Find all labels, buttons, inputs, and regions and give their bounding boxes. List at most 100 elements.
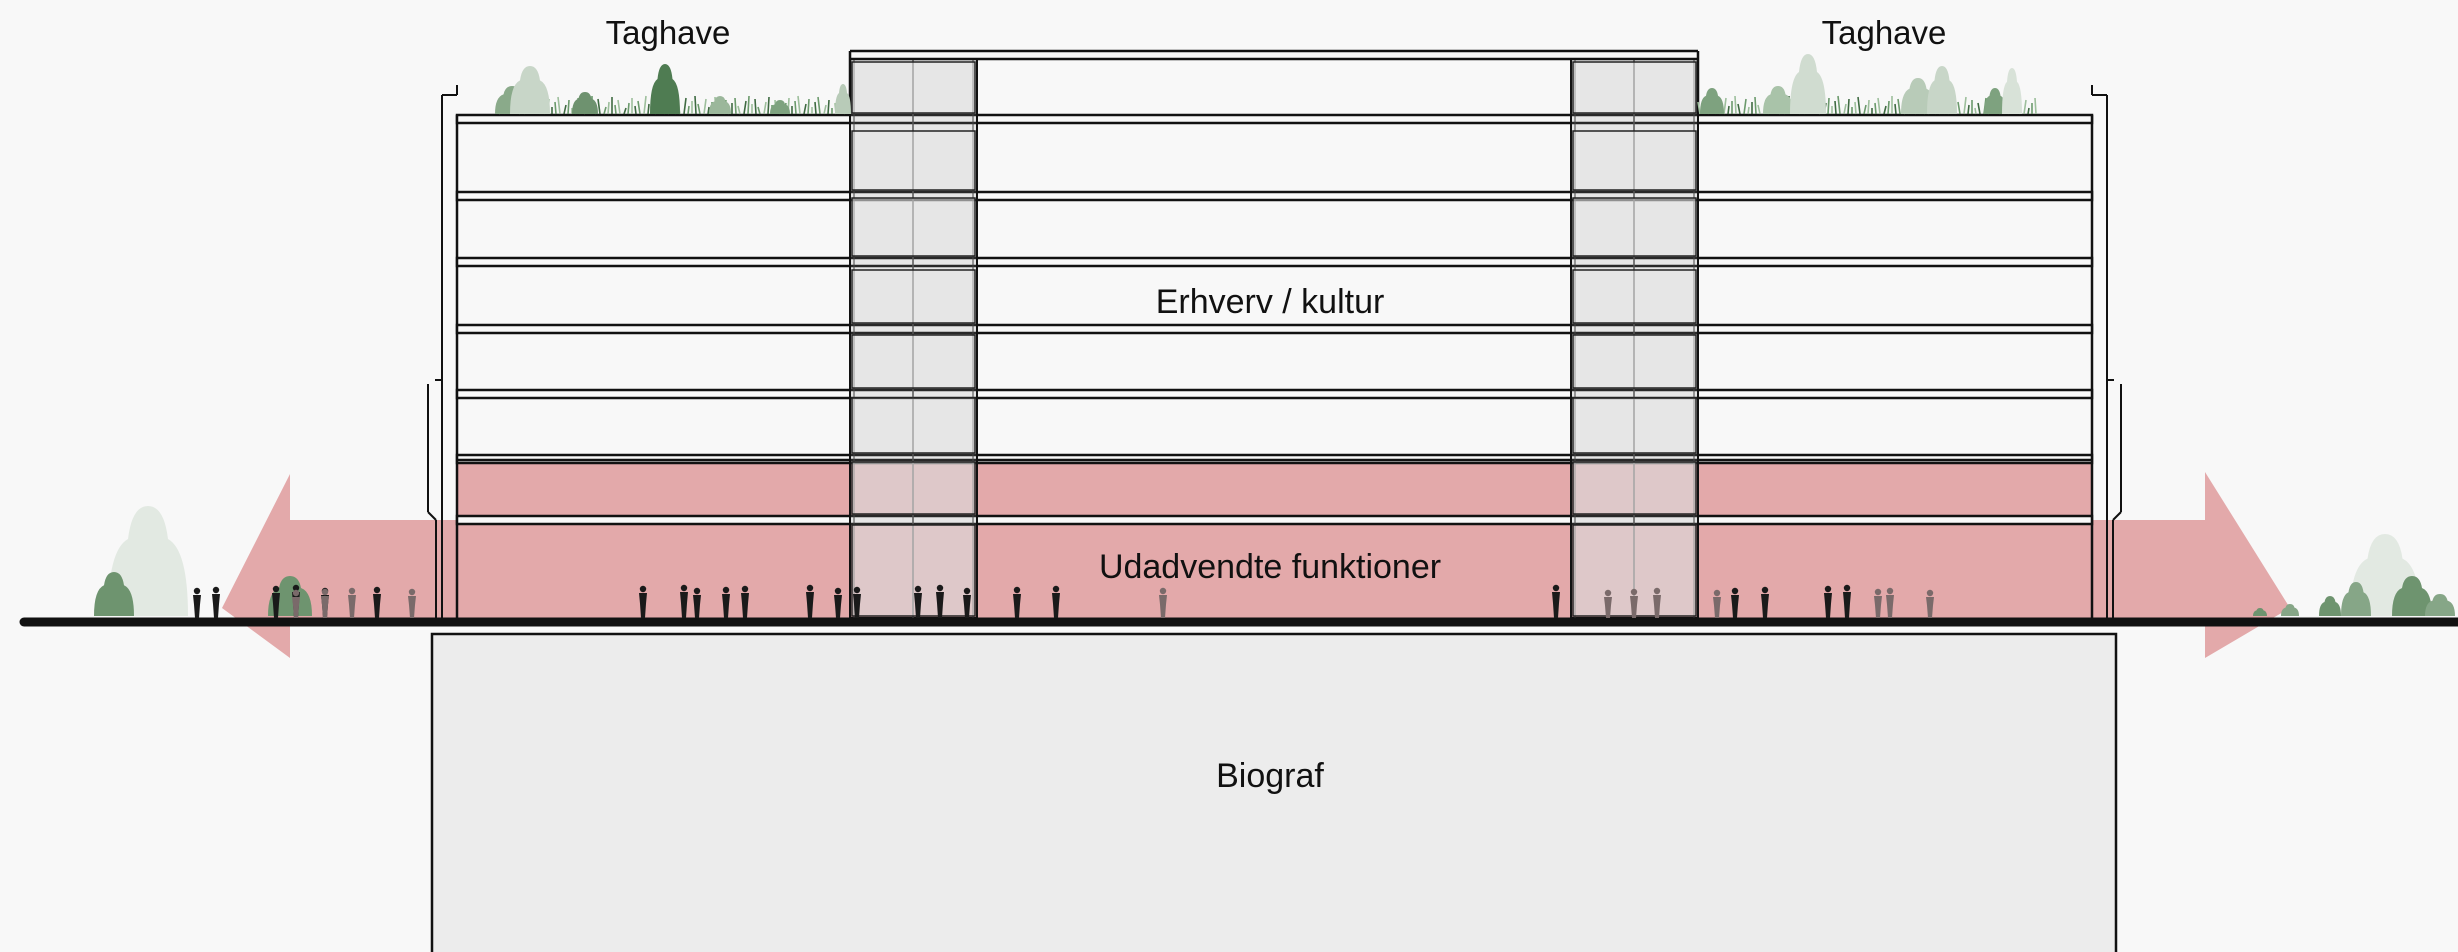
grass-blade [614,104,617,115]
grass-blade [617,99,621,115]
floor-slabs [455,113,2094,526]
shrub-right [2253,608,2267,616]
grass-blade [557,96,561,115]
grass-blade [607,101,610,115]
grass-blade [1867,99,1870,115]
grass-blade [747,95,750,115]
circulation-cores [849,58,1699,619]
person-icon [321,588,329,618]
basement-cinema [430,632,2118,952]
person-icon [1052,585,1060,618]
person-icon [1824,585,1832,618]
person-icon [212,586,220,618]
grass-blade [1743,98,1747,115]
person-icon [1886,587,1894,618]
grass-blade [823,104,827,115]
label-roof-garden-right: Taghave [1822,14,1947,51]
roof-bush [572,92,598,114]
facade-side-left [427,85,458,618]
person-icon [963,587,971,618]
grass-blade [754,98,757,115]
core-panel [1572,130,1697,191]
grass-blade [743,100,747,115]
grass-blade [1977,102,1981,115]
grass-blade [1877,97,1881,115]
grass-blade [563,104,567,115]
core-panel [1572,197,1697,257]
circulation-core [849,58,978,619]
grass-blade [1754,96,1757,115]
facade-side-right [2091,85,2122,618]
tree-right-green [2341,582,2371,616]
person-icon [1630,588,1638,618]
roof-bush [1901,78,1935,114]
core-panel [851,334,976,389]
grass-blade [1883,105,1887,115]
grass-blade [1897,98,1901,115]
person-icon [853,586,861,618]
core-panel [1572,269,1697,324]
person-icon [408,588,416,618]
grass-blade [634,105,637,115]
core-panel [851,461,976,515]
grass-blade [757,106,761,115]
person-icon [193,587,201,618]
floor-slab [455,323,2094,335]
roof-bush [770,100,790,114]
roof-bush [650,64,680,114]
roof-bush [1927,66,1957,114]
roof-bush [1700,88,1724,114]
floor-slab [455,256,2094,268]
roof-bush [1790,54,1826,114]
grass-blade [687,105,690,115]
person-icon [1874,588,1882,618]
core-panel [851,269,976,324]
grass-blade [694,95,697,115]
grass-blade [2023,99,2027,115]
grass-blade [1874,102,1877,115]
grass-blade [597,98,601,115]
roof-bush [510,66,550,114]
person-icon [1653,587,1661,618]
core-panel [851,130,976,191]
grass-blade [1857,96,1861,115]
person-icon [1013,586,1021,618]
grass-blade [603,106,607,115]
roof-bush [709,96,731,114]
person-icon [1843,584,1851,618]
person-icon [639,585,647,618]
grass-blade [767,96,770,115]
grass-blade [697,103,701,115]
grass-blade [1737,103,1741,115]
grass-blade [1957,101,1961,115]
person-icon [272,585,280,618]
label-upper-floors: Erhverv / kultur [1156,283,1385,321]
core-panel [1572,61,1697,114]
floor-slab [455,388,2094,400]
grass-blade [737,105,741,115]
grass-blade [807,98,810,115]
grass-blade [1727,105,1730,115]
grass-blade [1757,104,1761,115]
person-icon [806,584,814,618]
core-panel [1572,334,1697,389]
grass-blade [763,101,767,115]
person-icon [1552,584,1560,618]
grass-blade [1863,104,1867,115]
grass-blade [1967,104,1970,115]
grass-blade [1887,100,1890,115]
roof-bush [835,84,851,114]
shrub-right [2281,604,2299,616]
roof-bush [1763,86,1793,114]
person-icon [1926,589,1934,618]
person-icon [292,589,300,618]
floor-slab [455,190,2094,202]
tree-left-green [268,576,312,616]
grass-blade [1837,95,1841,115]
grass-blade [1847,98,1850,115]
tree-left-green [94,572,134,616]
tree-right-green [2319,596,2341,616]
grass-blade [797,95,801,115]
grass-blade [1827,97,1830,115]
